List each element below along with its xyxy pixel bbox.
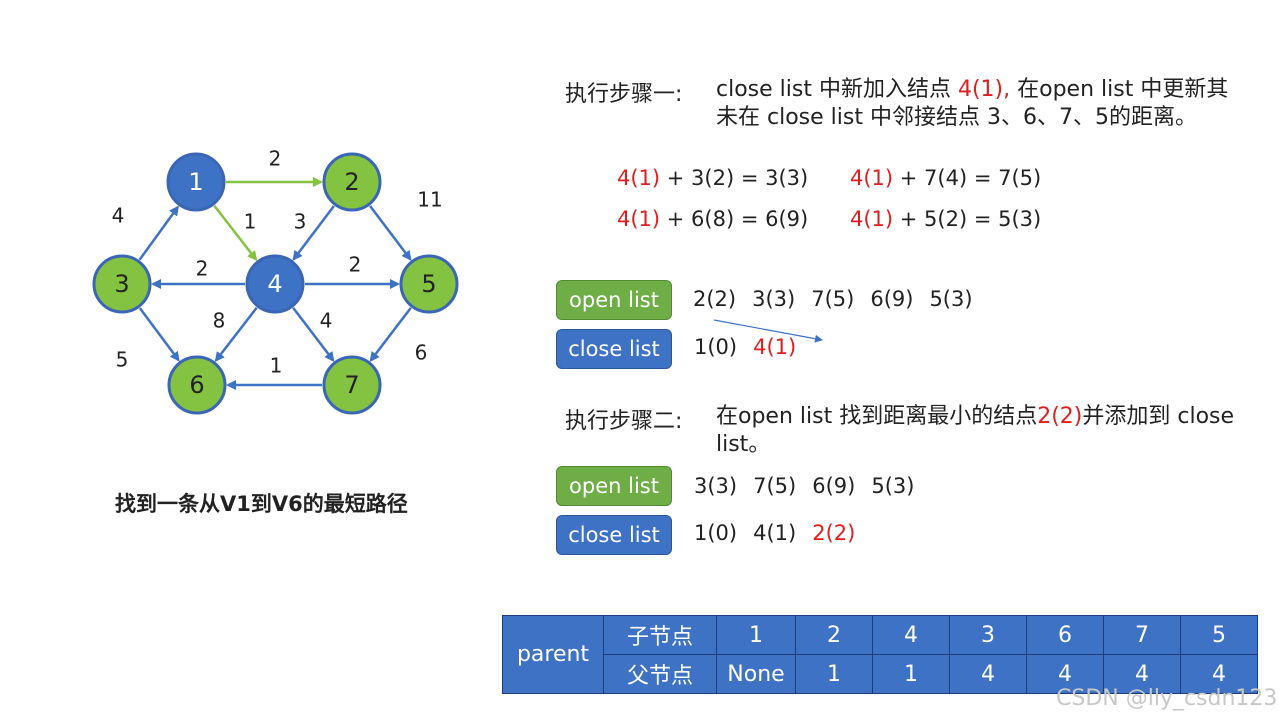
list-item: 5(3) <box>871 474 915 498</box>
graph-diagram: 2 1 4 3 11 2 2 8 4 5 1 6 1 2 3 4 5 6 7 <box>92 147 459 415</box>
graph-caption: 找到一条从V1到V6的最短路径 <box>115 492 408 516</box>
edge-2-5 <box>369 205 412 261</box>
list-item: 2(2) <box>693 287 737 311</box>
edge-weight-4-3: 2 <box>196 257 209 281</box>
edge-weight-4-7: 4 <box>320 309 333 333</box>
edge-weight-7-6: 1 <box>270 354 283 378</box>
step1-text-before: close list 中新加入结点 <box>716 77 958 102</box>
child-cell: 2 <box>795 615 873 655</box>
step2-open-list-button[interactable]: open list <box>556 466 672 506</box>
step1-text-after: 在open list 中更新其未在 close list 中邻接结点 3、6、7… <box>716 77 1229 130</box>
list-item: 6(9) <box>812 474 856 498</box>
edge-weight-2-5: 11 <box>417 188 442 212</box>
table-row: parent 子节点 1 2 4 3 6 7 5 <box>502 615 1258 694</box>
edge-weight-3-1: 4 <box>112 204 125 228</box>
step2-description: 在open list 找到距离最小的结点2(2)并添加到 close list。 <box>716 403 1256 459</box>
list-item: 3(3) <box>694 474 738 498</box>
edge-weight-4-6: 8 <box>213 309 226 333</box>
parent-cell: 1 <box>872 654 950 694</box>
parent-cell: 4 <box>1103 654 1181 694</box>
step2-open-list-items: 3(3) 7(5) 6(9) 5(3) <box>694 474 914 498</box>
edge-weight-4-5: 2 <box>349 253 362 277</box>
child-cell: 7 <box>1103 615 1181 655</box>
list-item: 1(0) <box>694 521 738 545</box>
parent-cell: 1 <box>795 654 873 694</box>
edge-2-4 <box>292 205 335 261</box>
node-6 <box>167 355 227 415</box>
parent-cell: 4 <box>949 654 1027 694</box>
child-cell: 3 <box>949 615 1027 655</box>
parent-table: parent 子节点 1 2 4 3 6 7 5 父节点 None 1 1 4 … <box>502 615 1258 694</box>
list-item: 7(5) <box>753 474 797 498</box>
list-item: 7(5) <box>811 287 855 311</box>
child-cell: 6 <box>1026 615 1104 655</box>
list-item: 3(3) <box>752 287 796 311</box>
step1-description: close list 中新加入结点 4(1), 在open list 中更新其未… <box>716 76 1236 132</box>
node-3 <box>92 254 152 314</box>
edge-3-6 <box>138 307 180 362</box>
step1-heading: 执行步骤一: <box>565 82 683 107</box>
edge-4-6 <box>214 306 258 363</box>
equation-4: 4(1) + 5(2) = 5(3) <box>850 207 1042 231</box>
equation-2: 4(1) + 7(4) = 7(5) <box>850 166 1042 190</box>
node-label-4: 4 <box>267 270 282 298</box>
child-cell: 4 <box>872 615 950 655</box>
list-item: 6(9) <box>870 287 914 311</box>
parent-cell: 4 <box>1180 654 1258 694</box>
step1-open-list-button[interactable]: open list <box>556 280 672 320</box>
node-label-2: 2 <box>344 168 359 196</box>
parent-label: 父节点 <box>603 654 717 694</box>
node-label-5: 5 <box>421 270 436 298</box>
row-header: parent <box>502 615 604 694</box>
step2-text-before: 在open list 找到距离最小的结点 <box>716 404 1038 429</box>
edge-4-7 <box>292 307 335 362</box>
node-label-3: 3 <box>114 270 129 298</box>
equation-1: 4(1) + 3(2) = 3(3) <box>617 166 809 190</box>
edge-weight-1-2: 2 <box>269 147 282 171</box>
step2-close-list-button[interactable]: close list <box>556 515 672 555</box>
equation-3: 4(1) + 6(8) = 6(9) <box>617 207 809 231</box>
list-item: 5(3) <box>929 287 973 311</box>
node-1 <box>166 152 226 212</box>
edge-weight-5-7: 6 <box>415 341 428 365</box>
edge-1-4 <box>213 204 258 262</box>
step1-close-list-items: 1(0) 4(1) <box>694 335 796 359</box>
edge-3-1 <box>138 205 179 261</box>
step1-close-list-button[interactable]: close list <box>556 329 672 369</box>
list-item-new: 4(1) <box>753 335 797 359</box>
table-row: 父节点 None 1 1 4 4 4 4 <box>503 654 1258 694</box>
child-label: 子节点 <box>603 615 717 655</box>
move-arrow <box>713 319 823 343</box>
list-item-new: 2(2) <box>812 521 856 545</box>
step2-heading: 执行步骤二: <box>565 409 683 434</box>
step1-open-list-items: 2(2) 3(3) 7(5) 6(9) 5(3) <box>693 287 973 311</box>
list-item: 4(1) <box>753 521 797 545</box>
edge-weight-2-4: 3 <box>294 210 307 234</box>
node-label-6: 6 <box>189 371 204 399</box>
step2-text-after: 并添加到 close list。 <box>716 404 1235 457</box>
node-label-7: 7 <box>344 371 359 399</box>
watermark: CSDN @lly_csdn123 <box>1056 686 1278 711</box>
node-2 <box>322 152 382 212</box>
child-cell: 5 <box>1180 615 1258 655</box>
child-cell: 1 <box>716 615 796 655</box>
edge-weight-3-6: 5 <box>116 348 129 372</box>
node-7 <box>322 355 382 415</box>
parent-cell: None <box>716 654 796 694</box>
parent-cell: 4 <box>1026 654 1104 694</box>
node-label-1: 1 <box>188 168 203 196</box>
edge-weight-1-4: 1 <box>244 210 257 234</box>
edge-5-7 <box>369 307 412 362</box>
node-4 <box>245 254 305 314</box>
step2-close-list-items: 1(0) 4(1) 2(2) <box>694 521 855 545</box>
step1-highlight: 4(1), <box>957 77 1011 102</box>
node-5 <box>399 254 459 314</box>
step2-highlight: 2(2) <box>1037 404 1083 429</box>
list-item: 1(0) <box>694 335 738 359</box>
